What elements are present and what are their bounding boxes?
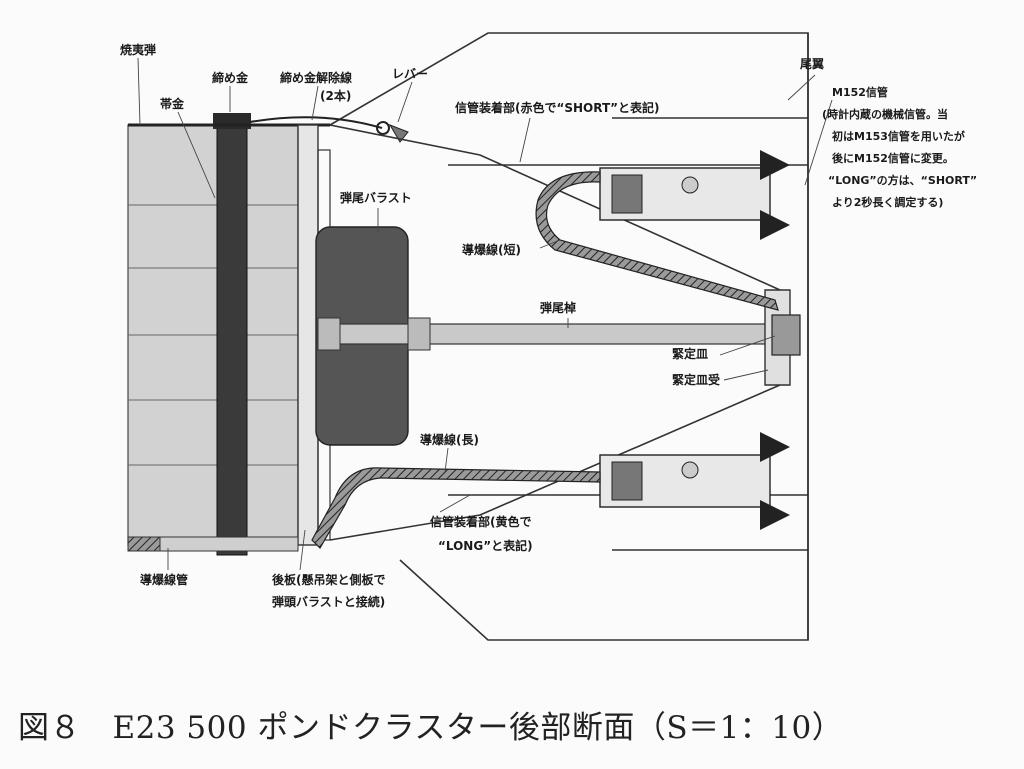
det-cord-tube-hatch bbox=[127, 536, 161, 552]
fuze-mount-upper-strut bbox=[329, 124, 781, 291]
leader-lever bbox=[397, 81, 413, 123]
incendiary-bomb-stack bbox=[127, 124, 299, 546]
leader-det-cord-short bbox=[539, 239, 561, 249]
fuze-upper bbox=[599, 150, 790, 240]
clamp-plate bbox=[771, 314, 801, 356]
label-fuze-title: M152信管 bbox=[832, 85, 888, 99]
cluster-tail-section-diagram: 焼夷弾 帯金 締め金 締め金解除線 (2本) レバー 信管装着部(赤色で“SHO… bbox=[120, 32, 977, 641]
strap-release-wire bbox=[249, 116, 383, 129]
label-fuze-note-5: より2秒長く調定する) bbox=[832, 195, 943, 209]
rear-plate bbox=[297, 124, 319, 546]
label-fuze-note-1: (時計内蔵の機械信管。当 bbox=[822, 107, 948, 121]
det-cord-long bbox=[311, 467, 601, 549]
leader-clamp-seat bbox=[723, 369, 769, 381]
label-rear-plate-1: 後板(懸吊架と側板で bbox=[272, 572, 386, 587]
label-incendiary-bomb: 焼夷弾 bbox=[120, 42, 156, 57]
leader-fuze-mount-lower bbox=[439, 494, 471, 513]
leader-band bbox=[177, 111, 216, 199]
label-det-cord-tube: 導爆線管 bbox=[140, 572, 188, 587]
tail-rod bbox=[317, 323, 784, 345]
leader-rear-plate bbox=[299, 529, 306, 571]
lever-icon bbox=[376, 121, 390, 135]
label-strap-release-wire-count: (2本) bbox=[320, 88, 351, 103]
label-fuze-note-2: 初はM153信管を用いたが bbox=[832, 129, 965, 143]
label-band: 帯金 bbox=[160, 96, 185, 111]
rod-nut-mid bbox=[407, 317, 431, 351]
label-fuze-mount-upper: 信管装着部(赤色で“SHORT”と表記) bbox=[455, 100, 660, 115]
label-strap-release-wire: 締め金解除線 bbox=[280, 70, 352, 85]
leader-incendiary bbox=[137, 57, 141, 126]
leader-release-wire bbox=[311, 85, 319, 121]
label-fuze-note-4: “LONG”の方は、“SHORT” bbox=[828, 173, 977, 187]
leader-tail-fin bbox=[787, 74, 816, 101]
label-rear-plate-2: 弾頭バラストと接続) bbox=[272, 594, 385, 609]
label-det-cord-long: 導爆線(長) bbox=[420, 432, 479, 447]
fuze-mount-lower-strut bbox=[329, 384, 781, 541]
leader-fuze bbox=[804, 99, 833, 186]
label-fuze-mount-lower-1: 信管装着部(黄色で bbox=[430, 514, 532, 529]
strap-buckle bbox=[213, 113, 251, 129]
label-tail-fin: 尾翼 bbox=[800, 57, 824, 71]
label-strap: 締め金 bbox=[212, 70, 249, 85]
strap bbox=[216, 114, 248, 556]
label-clamp-plate-seat: 緊定皿受 bbox=[672, 372, 720, 387]
leader-clamp-plate bbox=[719, 335, 776, 356]
figure-caption: 図８ E23 500 ポンドクラスター後部断面（S＝1：10） bbox=[18, 710, 844, 746]
fuze-lower bbox=[599, 432, 790, 530]
rod-nut-left bbox=[317, 317, 341, 351]
label-fuze-note-3: 後にM152信管に変更。 bbox=[832, 151, 954, 165]
label-tail-ballast: 弾尾バラスト bbox=[340, 190, 412, 205]
label-tail-rod: 弾尾棹 bbox=[540, 300, 576, 315]
label-lever: レバー bbox=[392, 67, 428, 81]
label-clamp-plate: 緊定皿 bbox=[672, 346, 708, 361]
label-det-cord-short: 導爆線(短) bbox=[462, 242, 521, 257]
label-fuze-mount-lower-2: “LONG”と表記) bbox=[438, 538, 533, 553]
leader-det-cord-long bbox=[444, 447, 449, 473]
leader-fuze-mount-upper bbox=[519, 117, 531, 163]
lever-body bbox=[388, 124, 409, 143]
det-cord-short bbox=[535, 171, 779, 311]
